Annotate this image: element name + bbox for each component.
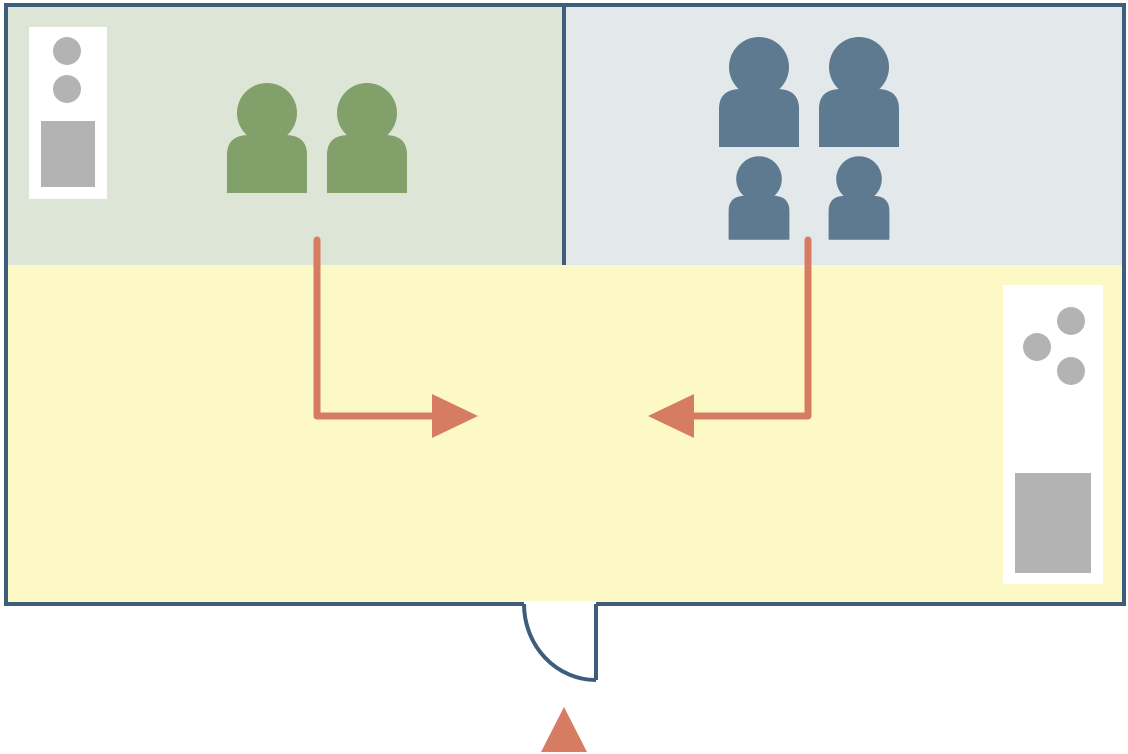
chair-icon [53,37,81,65]
yellow-zone [8,265,1122,603]
entrance-arrow-icon [541,707,587,752]
arrow-path [313,236,442,420]
table-icon [41,121,95,187]
flow-arrow-right [648,236,812,438]
chair-icon [1023,333,1051,361]
person-icon [227,83,307,193]
furniture-group-bottom-right [1003,285,1103,584]
chair-icon [1057,357,1085,385]
blue-zone-people [719,37,899,240]
person-icon [327,83,407,193]
arrow-path [686,236,812,420]
chair-icon [53,75,81,103]
green-zone-people [227,83,407,193]
furniture-group-top-left [29,27,107,199]
flow-arrow-left [313,236,478,438]
chair-icon [1057,307,1085,335]
walls [4,3,1126,682]
person-icon [819,37,899,147]
table-icon [1015,473,1091,573]
arrow-icon [648,394,694,438]
person-icon [728,156,790,240]
door-icon [522,603,598,682]
person-icon [828,156,890,240]
person-icon [719,37,799,147]
arrow-icon [432,394,478,438]
